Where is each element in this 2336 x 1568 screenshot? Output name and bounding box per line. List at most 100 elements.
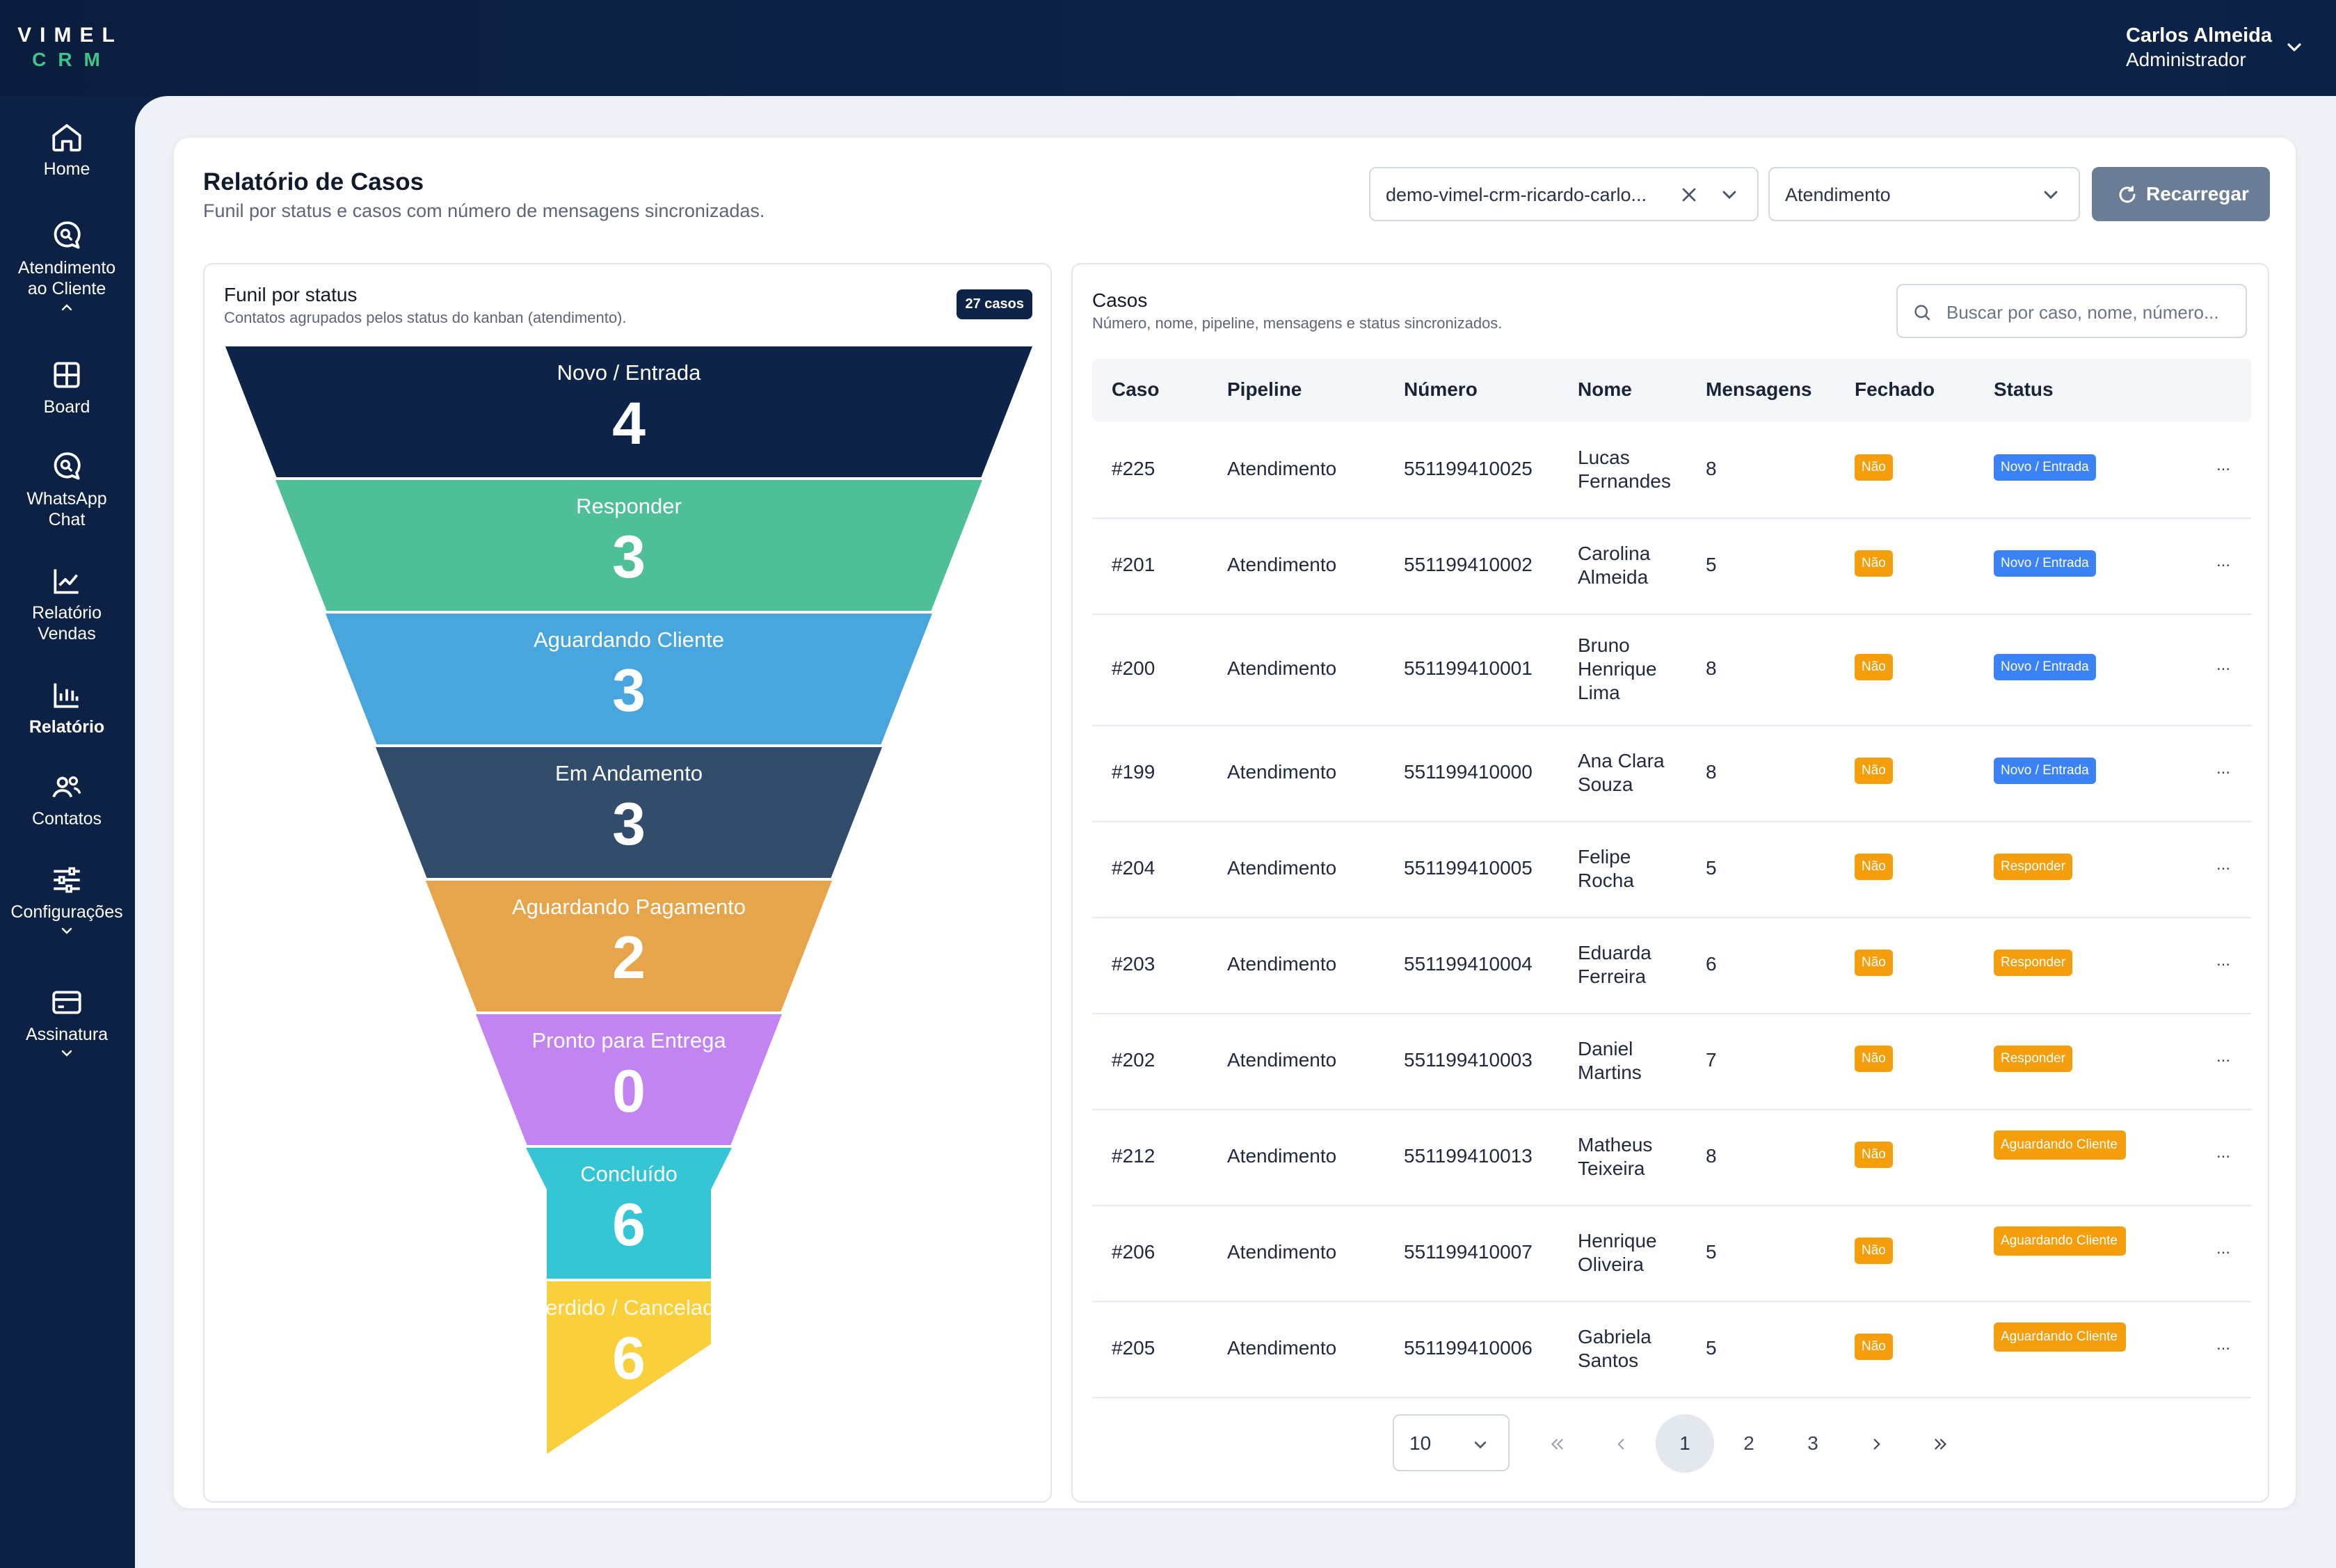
sidebar-item-assinatura[interactable]: Assinatura xyxy=(0,985,134,1066)
page-1-button[interactable]: 1 xyxy=(1656,1414,1714,1473)
bar-chart-icon xyxy=(49,678,84,712)
company-select-value: demo-vimel-crm-ricardo-carlo... xyxy=(1386,184,1671,206)
users-icon xyxy=(49,769,84,804)
sidebar-item-whatsapp[interactable]: WhatsApp Chat xyxy=(0,449,134,530)
cell-nome: Carolina Almeida xyxy=(1578,542,1650,589)
closed-badge: Não xyxy=(1855,454,1893,481)
cell-pipeline: Atendimento xyxy=(1227,1241,1336,1263)
table-row[interactable]: #203Atendimento551199410004Eduarda Ferre… xyxy=(1092,917,2251,1014)
table-row[interactable]: #206Atendimento551199410007Henrique Oliv… xyxy=(1092,1205,2251,1302)
refresh-icon xyxy=(2117,184,2138,205)
cell-numero: 551199410004 xyxy=(1404,953,1533,975)
cell-pipeline: Atendimento xyxy=(1227,458,1336,480)
chevron-down-icon[interactable] xyxy=(58,922,75,939)
closed-badge: Não xyxy=(1855,758,1893,784)
col-numero[interactable]: Número xyxy=(1404,378,1478,401)
chevron-up-icon[interactable] xyxy=(58,299,75,316)
closed-badge: Não xyxy=(1855,1142,1893,1168)
cell-nome: Ana Clara Souza xyxy=(1578,749,1665,797)
sidebar-item-board[interactable]: Board xyxy=(0,358,134,417)
page-2-button[interactable]: 2 xyxy=(1720,1414,1778,1473)
table-row[interactable]: #202Atendimento551199410003Daniel Martin… xyxy=(1092,1013,2251,1110)
search-input[interactable] xyxy=(1945,298,2233,327)
row-menu-button[interactable]: ... xyxy=(2216,1239,2230,1258)
pipeline-select[interactable]: Atendimento xyxy=(1768,167,2080,221)
col-nome[interactable]: Nome xyxy=(1578,378,1632,401)
row-menu-button[interactable]: ... xyxy=(2216,855,2230,874)
cell-nome: Bruno Henrique Lima xyxy=(1578,634,1657,705)
brand-logo[interactable]: VIMEL CRM xyxy=(0,24,132,71)
reload-label: Recarregar xyxy=(2146,183,2249,205)
row-menu-button[interactable]: ... xyxy=(2216,951,2230,970)
brand-line2: CRM xyxy=(0,49,132,71)
sidebar-item-atendimento[interactable]: Atendimento ao Cliente xyxy=(0,218,134,320)
chevron-down-icon[interactable] xyxy=(58,1045,75,1062)
reload-button[interactable]: Recarregar xyxy=(2092,167,2270,221)
status-badge: Responder xyxy=(1994,854,2072,880)
cell-pipeline: Atendimento xyxy=(1227,1337,1336,1359)
cell-caso: #199 xyxy=(1112,761,1155,783)
page-3-button[interactable]: 3 xyxy=(1784,1414,1842,1473)
row-menu-button[interactable]: ... xyxy=(2216,759,2230,778)
table-row[interactable]: #212Atendimento551199410013Matheus Teixe… xyxy=(1092,1109,2251,1206)
table-row[interactable]: #225Atendimento551199410025Lucas Fernand… xyxy=(1092,422,2251,519)
row-menu-button[interactable]: ... xyxy=(2216,1335,2230,1354)
table-row[interactable]: #199 Atendimento 551199410000 Ana Clara Sou… xyxy=(1092,725,2251,822)
cell-numero: 551199410025 xyxy=(1404,458,1533,480)
cell-caso: #201 xyxy=(1112,554,1155,576)
status-badge: Responder xyxy=(1994,950,2072,976)
sidebar-item-relatorio-vendas[interactable]: Relatório Vendas xyxy=(0,563,134,644)
closed-badge: Não xyxy=(1855,550,1893,577)
line-chart-icon xyxy=(49,563,84,598)
col-mensagens[interactable]: Mensagens xyxy=(1706,378,1812,401)
chevron-down-icon[interactable] xyxy=(1718,184,1741,206)
funnel-stage-value: 0 xyxy=(612,1058,646,1125)
sidebar-item-relatorio[interactable]: Relatório xyxy=(0,678,134,737)
next-page-button[interactable] xyxy=(1848,1414,1906,1473)
table-header: Caso Pipeline Número Nome Mensagens Fech… xyxy=(1092,359,2251,422)
table-row[interactable]: #200Atendimento551199410001Bruno Henriqu… xyxy=(1092,614,2251,726)
cell-pipeline: Atendimento xyxy=(1227,761,1336,783)
row-menu-button[interactable]: ... xyxy=(2216,1047,2230,1066)
funnel-stage-label: Pronto para Entrega xyxy=(531,1028,726,1053)
first-page-button[interactable] xyxy=(1528,1414,1586,1473)
cell-mensagens: 5 xyxy=(1706,1337,1717,1359)
col-fechado[interactable]: Fechado xyxy=(1855,378,1935,401)
funnel-chart: Novo / Entrada4Responder3Aguardando Clie… xyxy=(205,264,1050,1501)
home-icon xyxy=(49,120,84,154)
table-row[interactable]: #204Atendimento551199410005Felipe Rocha5… xyxy=(1092,821,2251,918)
clear-icon[interactable] xyxy=(1678,184,1700,206)
cell-numero: 551199410000 xyxy=(1404,761,1533,783)
search-box[interactable] xyxy=(1896,284,2247,338)
row-menu-button[interactable]: ... xyxy=(2216,1143,2230,1162)
row-menu-button[interactable]: ... xyxy=(2216,456,2230,475)
table-row[interactable]: #205Atendimento551199410006Gabriela Sant… xyxy=(1092,1301,2251,1398)
company-select[interactable]: demo-vimel-crm-ricardo-carlo... xyxy=(1369,167,1759,221)
sidebar-item-configuracoes[interactable]: Configurações xyxy=(0,863,134,943)
chevron-down-icon[interactable] xyxy=(2283,36,2305,58)
funnel-stage-label: Concluído xyxy=(580,1162,678,1186)
row-menu-button[interactable]: ... xyxy=(2216,655,2230,675)
cell-caso: #206 xyxy=(1112,1241,1155,1263)
col-pipeline[interactable]: Pipeline xyxy=(1227,378,1302,401)
cell-caso: #204 xyxy=(1112,857,1155,879)
sidebar-item-label: Relatório xyxy=(29,717,104,737)
page-size-value: 10 xyxy=(1409,1432,1431,1455)
user-menu[interactable]: Carlos Almeida Administrador xyxy=(2126,24,2272,72)
status-badge: Novo / Entrada xyxy=(1994,550,2096,577)
cell-pipeline: Atendimento xyxy=(1227,1145,1336,1167)
last-page-button[interactable] xyxy=(1912,1414,1970,1473)
row-menu-button[interactable]: ... xyxy=(2216,552,2230,571)
chevron-down-icon[interactable] xyxy=(2040,184,2062,206)
page-size-select[interactable]: 10 xyxy=(1393,1414,1510,1471)
prev-page-button[interactable] xyxy=(1592,1414,1650,1473)
table-row[interactable]: #201Atendimento551199410002Carolina Alme… xyxy=(1092,518,2251,615)
col-caso[interactable]: Caso xyxy=(1112,378,1159,401)
sidebar-item-contatos[interactable]: Contatos xyxy=(0,769,134,829)
grid-icon xyxy=(49,358,84,392)
col-status[interactable]: Status xyxy=(1994,378,2054,401)
closed-badge: Não xyxy=(1855,950,1893,976)
sidebar-item-home[interactable]: Home xyxy=(0,120,134,179)
cell-caso: #212 xyxy=(1112,1145,1155,1167)
cases-panel: Casos Número, nome, pipeline, mensagens … xyxy=(1071,263,2269,1503)
